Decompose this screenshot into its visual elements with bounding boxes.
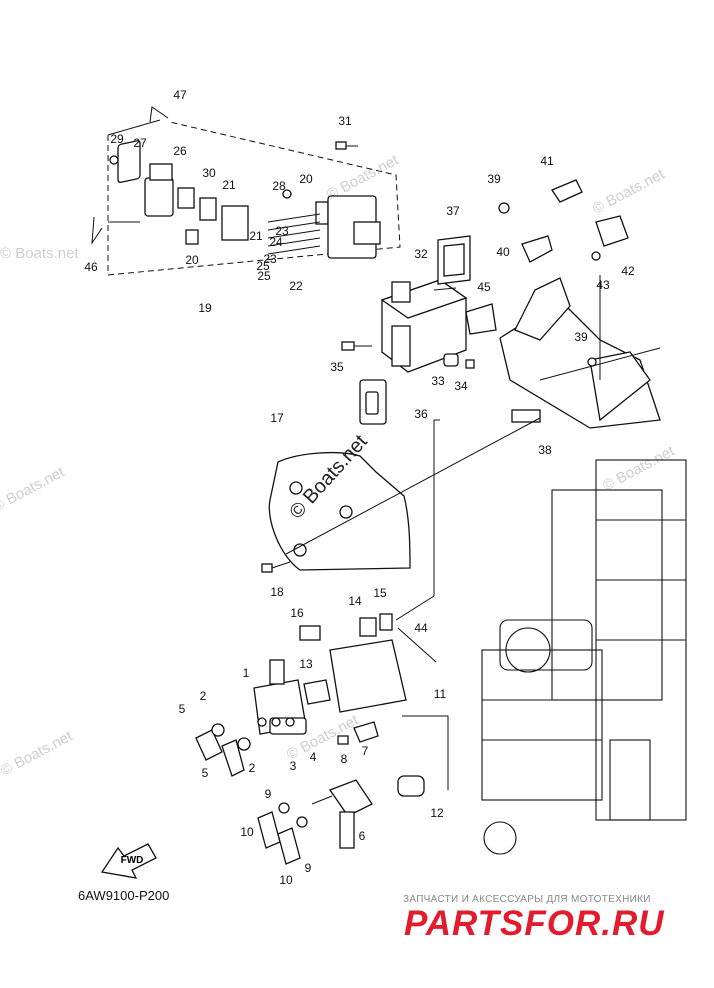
callout-7: 7: [362, 744, 369, 758]
watermark: © Boats.net: [0, 245, 79, 262]
callout-11: 11: [434, 687, 447, 701]
callout-27: 27: [133, 136, 147, 150]
callout-30: 30: [202, 166, 216, 180]
callout-15: 15: [373, 586, 387, 600]
callout-20: 20: [185, 253, 199, 267]
callout-25: 25: [256, 259, 270, 273]
fwd-label: FWD: [121, 855, 144, 866]
screw-18-part: [261, 561, 291, 573]
callout-42: 42: [621, 264, 635, 278]
sensor-6-part: [311, 721, 425, 849]
misc-fasteners-part: [341, 303, 497, 425]
callout-20: 20: [299, 172, 313, 186]
watermark: © Boats.net: [0, 727, 76, 779]
callout-39: 39: [487, 172, 501, 186]
callout-46: 46: [84, 260, 98, 274]
callout-43: 43: [596, 278, 610, 292]
mounting-bracket-38-part: [498, 179, 661, 429]
diagram-code: 6AW9100-P200: [78, 888, 170, 903]
callout-21: 21: [249, 229, 263, 243]
callout-3: 3: [290, 759, 297, 773]
callout-26: 26: [173, 144, 187, 158]
ecu-box-32-part: [380, 235, 471, 373]
callout-10: 10: [240, 825, 254, 839]
watermark: © Boats.net: [590, 165, 668, 217]
leader-46-47: [91, 106, 169, 245]
callout-25: 25: [257, 269, 271, 283]
callout-2: 2: [200, 689, 207, 703]
callout-37: 37: [446, 204, 460, 218]
callout-32: 32: [414, 247, 428, 261]
callout-9: 9: [305, 861, 312, 875]
callout-23: 23: [263, 252, 277, 266]
callout-5: 5: [179, 702, 186, 716]
callout-31: 31: [338, 114, 352, 128]
callout-22: 22: [289, 279, 303, 293]
callout-36: 36: [414, 407, 428, 421]
watermark: © Boats.net: [600, 442, 678, 494]
callout-40: 40: [496, 245, 510, 259]
callout-45: 45: [477, 280, 491, 294]
engine-block-part: [481, 459, 687, 855]
callout-19: 19: [198, 301, 212, 315]
callout-2: 2: [249, 761, 256, 775]
callout-labels: 1234567891011121314151617181920212223242…: [84, 88, 635, 887]
callout-17: 17: [270, 411, 284, 425]
callout-1: 1: [243, 666, 250, 680]
callout-39: 39: [574, 330, 588, 344]
hose-parts: [195, 723, 308, 865]
callout-29: 29: [110, 132, 124, 146]
callout-35: 35: [330, 360, 344, 374]
screw-31-part: [335, 141, 358, 150]
shop-tagline: ЗАПЧАСТИ И АКСЕССУАРЫ ДЛЯ МОТОТЕХНИКИ: [403, 894, 651, 905]
callout-13: 13: [299, 657, 313, 671]
leader-lines: [285, 275, 661, 790]
callout-10: 10: [279, 873, 293, 887]
callout-12: 12: [430, 806, 444, 820]
callout-18: 18: [270, 585, 284, 599]
callout-44: 44: [414, 621, 428, 635]
fwd-arrow-icon: FWD: [100, 843, 157, 879]
callout-28: 28: [272, 179, 286, 193]
callout-8: 8: [341, 752, 348, 766]
callout-9: 9: [265, 787, 272, 801]
heat-shield-17-part: © Boats.net: [268, 430, 411, 571]
callout-47: 47: [173, 88, 187, 102]
terminal-block-part: [109, 140, 381, 259]
callout-4: 4: [310, 750, 317, 764]
callout-24: 24: [269, 235, 283, 249]
callout-33: 33: [431, 374, 445, 388]
callout-16: 16: [290, 606, 304, 620]
callout-34: 34: [454, 379, 468, 393]
callout-21: 21: [222, 178, 236, 192]
callout-23: 23: [275, 224, 289, 238]
shop-logo: PARTSFOR.RU: [404, 904, 665, 943]
callout-14: 14: [348, 594, 362, 608]
assembly-19-boundary: [107, 119, 401, 276]
throttle-valve-assembly-part: [253, 613, 437, 735]
watermark: © Boats.net: [0, 463, 68, 515]
callout-5: 5: [202, 766, 209, 780]
callout-6: 6: [359, 829, 366, 843]
callout-41: 41: [540, 154, 554, 168]
callout-38: 38: [538, 443, 552, 457]
